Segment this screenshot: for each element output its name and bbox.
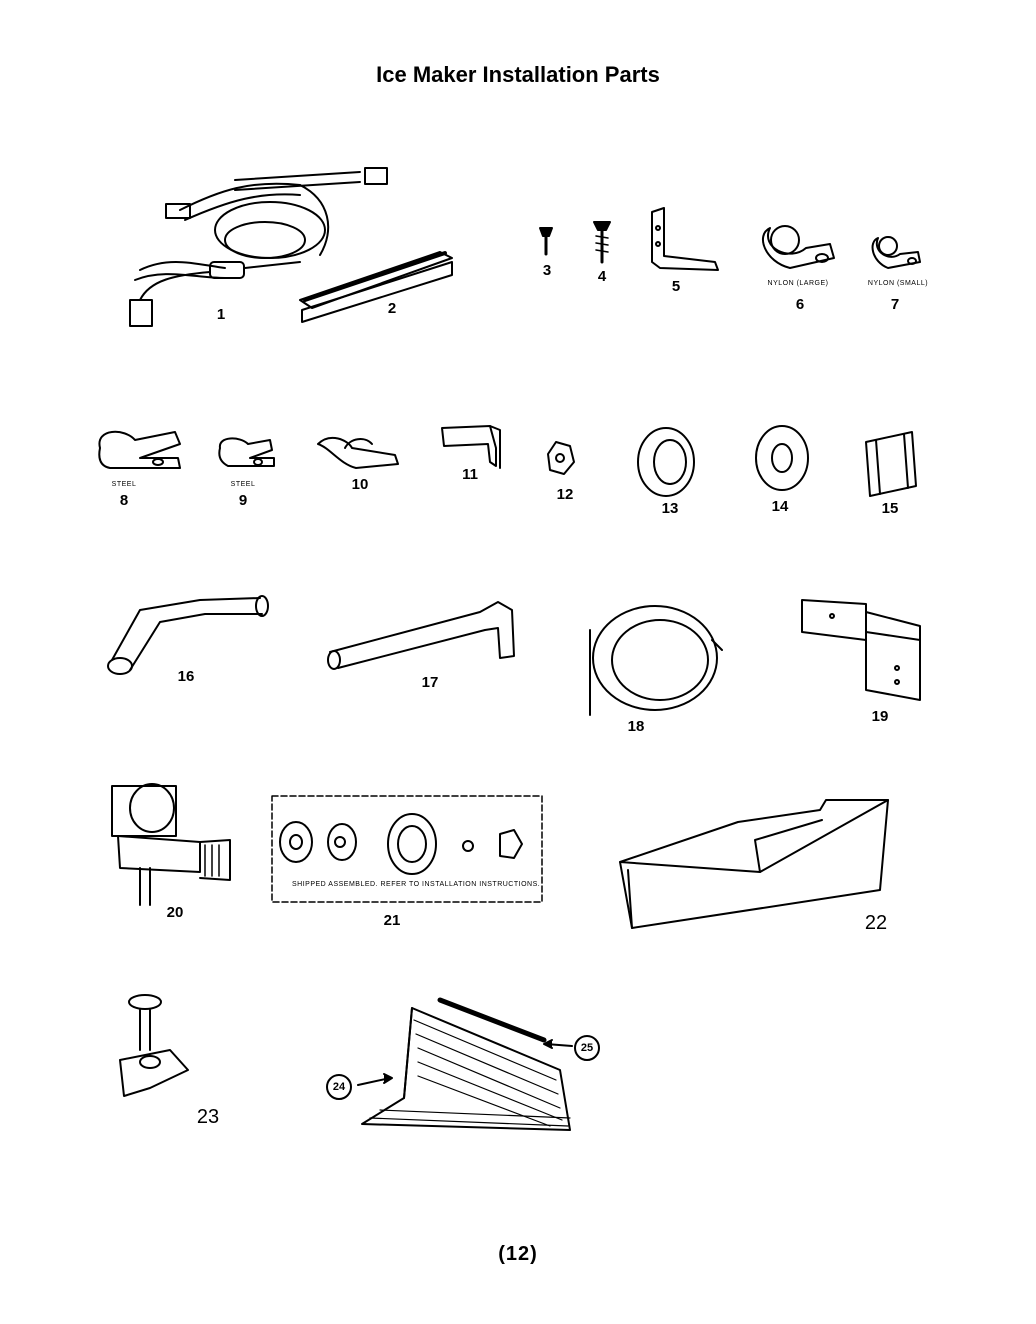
channel-strip-drawing bbox=[299, 251, 453, 323]
part-number-6: 6 bbox=[795, 296, 805, 313]
part-number-16: 16 bbox=[177, 668, 195, 685]
coiled-tubing-drawing bbox=[589, 605, 723, 716]
screw-long-drawing bbox=[593, 221, 611, 264]
tube-with-elbow-drawing bbox=[327, 601, 515, 670]
channel-drawing bbox=[865, 431, 917, 497]
part-number-15: 15 bbox=[881, 500, 899, 517]
part-number-8: 8 bbox=[119, 492, 129, 509]
tab-bracket-drawing bbox=[441, 425, 501, 469]
part-note-7: NYLON (SMALL) bbox=[867, 280, 929, 287]
callout-24: 24 bbox=[326, 1074, 352, 1100]
part-number-1: 1 bbox=[216, 306, 226, 323]
saddle-valve-drawing bbox=[119, 994, 189, 1097]
part-number-21: 21 bbox=[383, 912, 401, 929]
clamp-steel-large-drawing bbox=[98, 430, 181, 469]
part-note-21: SHIPPED ASSEMBLED. REFER TO INSTALLATION… bbox=[292, 881, 541, 888]
part-number-9: 9 bbox=[238, 492, 248, 509]
clamp-steel-small-drawing bbox=[218, 437, 275, 467]
hex-nut-drawing bbox=[547, 441, 575, 475]
screw-small-drawing bbox=[539, 227, 553, 256]
page-title: Ice Maker Installation Parts bbox=[376, 62, 660, 87]
part-number-10: 10 bbox=[351, 476, 369, 493]
part-number-4: 4 bbox=[597, 268, 607, 285]
part-number-13: 13 bbox=[661, 500, 679, 517]
callout-25: 25 bbox=[574, 1035, 600, 1061]
callout-arrows bbox=[357, 1039, 573, 1086]
clamp-small-drawing bbox=[871, 236, 921, 269]
part-number-18: 18 bbox=[627, 718, 645, 735]
part-number-12: 12 bbox=[556, 486, 574, 503]
part-number-7: 7 bbox=[890, 296, 900, 313]
washer-drawing bbox=[755, 425, 809, 491]
part-number-11: 11 bbox=[462, 466, 478, 483]
part-note-6: NYLON (LARGE) bbox=[767, 280, 829, 287]
part-number-5: 5 bbox=[671, 278, 681, 295]
part-number-3: 3 bbox=[542, 262, 552, 279]
part-note-9: STEEL bbox=[230, 481, 256, 488]
clamp-large-drawing bbox=[761, 225, 835, 269]
part-number-2: 2 bbox=[387, 300, 397, 317]
mounting-bracket-drawing bbox=[801, 599, 921, 701]
part-number-19: 19 bbox=[871, 708, 889, 725]
part-number-22: 22 bbox=[864, 912, 888, 934]
l-bracket-drawing bbox=[651, 207, 719, 271]
part-number-23: 23 bbox=[196, 1106, 220, 1128]
part-note-8: STEEL bbox=[111, 481, 137, 488]
rod-drawing bbox=[437, 997, 547, 1043]
part-number-14: 14 bbox=[771, 498, 789, 515]
part-number-17: 17 bbox=[421, 674, 439, 691]
page-number: (12) bbox=[498, 1243, 538, 1265]
clip-drawing bbox=[317, 436, 399, 469]
shelf-drawing bbox=[361, 1007, 571, 1131]
wire-harness-drawing bbox=[129, 167, 388, 327]
water-valve-drawing bbox=[111, 783, 231, 906]
elbow-tube-drawing bbox=[107, 595, 269, 675]
part-number-20: 20 bbox=[166, 904, 184, 921]
ice-bin-drawing bbox=[619, 799, 889, 929]
fitting-set-drawing bbox=[271, 795, 543, 903]
grommet-drawing bbox=[637, 427, 695, 497]
